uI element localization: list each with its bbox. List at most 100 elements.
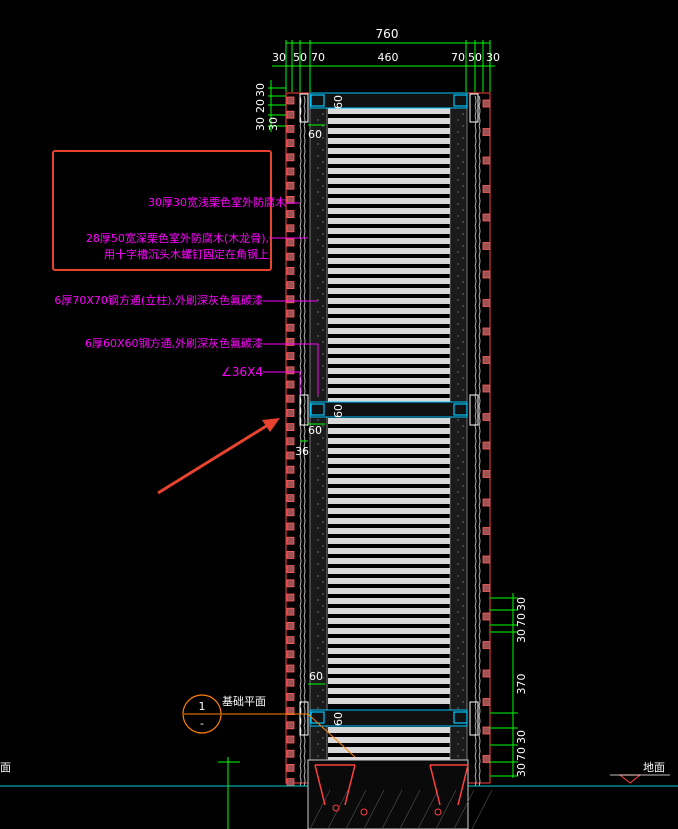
post-fill-dot bbox=[317, 287, 319, 289]
timber-block-right bbox=[482, 156, 491, 165]
post-fill-dot bbox=[462, 389, 464, 391]
post-fill-dot bbox=[462, 533, 464, 535]
timber-block-left bbox=[286, 139, 295, 148]
post-fill-dot bbox=[322, 173, 324, 175]
post-fill-dot bbox=[322, 149, 324, 151]
wood-slat bbox=[328, 398, 450, 404]
post-fill-dot bbox=[317, 695, 319, 697]
timber-block-right bbox=[482, 584, 491, 592]
wood-slat bbox=[328, 648, 450, 654]
timber-block-left bbox=[286, 522, 295, 531]
post-fill-dot bbox=[457, 299, 459, 301]
post-fill-dot bbox=[322, 257, 324, 259]
timber-block-right bbox=[482, 527, 491, 535]
right-steel-post bbox=[449, 92, 468, 784]
wood-slat bbox=[328, 747, 450, 753]
timber-block-left bbox=[286, 380, 295, 389]
timber-block-left bbox=[286, 437, 295, 446]
wood-slat bbox=[328, 638, 450, 644]
timber-block-left bbox=[286, 352, 295, 361]
tube-section bbox=[310, 94, 325, 107]
wood-slat bbox=[328, 278, 450, 284]
timber-block-left bbox=[286, 494, 295, 503]
tube-section bbox=[453, 711, 468, 724]
dim-top-2: 50 bbox=[293, 51, 307, 64]
post-fill-dot bbox=[317, 503, 319, 505]
wood-slat bbox=[328, 528, 450, 534]
timber-block-left bbox=[286, 593, 295, 602]
post-fill-dot bbox=[317, 743, 319, 745]
foundation-hatch bbox=[435, 789, 457, 829]
post-fill-dot bbox=[457, 143, 459, 145]
wood-slat bbox=[328, 198, 450, 204]
post-fill-dot bbox=[317, 671, 319, 673]
post-fill-dot bbox=[322, 365, 324, 367]
ground-label-right: 地面 bbox=[643, 761, 665, 774]
post-fill-dot bbox=[457, 383, 459, 385]
post-fill-dot bbox=[462, 269, 464, 271]
timber-block-left bbox=[286, 735, 295, 744]
post-fill-dot bbox=[457, 263, 459, 265]
post-fill-dot bbox=[317, 203, 319, 205]
overall-width-dim: 760 bbox=[376, 27, 399, 41]
wood-slat bbox=[328, 298, 450, 304]
post-fill-dot bbox=[462, 173, 464, 175]
timber-block-right bbox=[482, 755, 491, 763]
post-fill-dot bbox=[317, 527, 319, 529]
wood-slat bbox=[328, 178, 450, 184]
annotation-timber-keel-1: 28厚50宽深栗色室外防腐木(木龙骨), bbox=[86, 231, 269, 245]
post-fill-dot bbox=[317, 455, 319, 457]
timber-block-right bbox=[482, 185, 491, 193]
post-dim-5: 60 bbox=[309, 670, 323, 683]
timber-block-left bbox=[286, 281, 295, 290]
post-fill-dot bbox=[317, 239, 319, 241]
post-fill-dot bbox=[322, 665, 324, 667]
post-fill-dot bbox=[322, 245, 324, 247]
timber-block-left bbox=[286, 252, 295, 261]
post-fill-dot bbox=[462, 293, 464, 295]
timber-block-right bbox=[482, 612, 491, 621]
wood-slat bbox=[328, 358, 450, 364]
post-fill-dot bbox=[317, 323, 319, 325]
post-fill-dot bbox=[457, 479, 459, 481]
post-fill-dot bbox=[322, 593, 324, 595]
post-fill-dot bbox=[462, 113, 464, 115]
post-fill-dot bbox=[462, 257, 464, 259]
annotation-post-70: 6厚70X70钢方通(立柱),外刷深灰色氟碳漆 bbox=[54, 293, 263, 307]
wood-slat bbox=[328, 548, 450, 554]
timber-block-left bbox=[286, 266, 295, 275]
post-fill-dot bbox=[322, 617, 324, 619]
timber-block-left bbox=[286, 536, 295, 545]
post-fill-dot bbox=[322, 737, 324, 739]
post-fill-dot bbox=[317, 299, 319, 301]
timber-block-right bbox=[482, 555, 491, 564]
post-fill-dot bbox=[462, 353, 464, 355]
post-fill-dot bbox=[462, 365, 464, 367]
post-fill-dot bbox=[462, 665, 464, 667]
post-fill-dot bbox=[322, 281, 324, 283]
timber-block-left bbox=[286, 693, 295, 701]
annotation-timber-keel-2: 用十字槽沉头木螺钉固定在角钢上 bbox=[104, 247, 269, 261]
post-fill-dot bbox=[462, 629, 464, 631]
timber-block-left bbox=[286, 210, 295, 219]
post-fill-dot bbox=[322, 353, 324, 355]
post-dim-3: 60 bbox=[332, 404, 345, 418]
timber-block-right bbox=[482, 498, 491, 507]
timber-block-left bbox=[286, 96, 295, 105]
post-fill-dot bbox=[322, 581, 324, 583]
wood-slat bbox=[328, 158, 450, 164]
timber-block-right bbox=[482, 413, 491, 421]
tube-section bbox=[453, 94, 468, 107]
timber-block-right bbox=[482, 356, 491, 364]
post-fill-dot bbox=[457, 287, 459, 289]
post-fill-dot bbox=[462, 581, 464, 583]
post-fill-dot bbox=[462, 689, 464, 691]
post-fill-dot bbox=[317, 335, 319, 337]
section-marker-leader bbox=[221, 713, 356, 758]
wood-slat bbox=[328, 328, 450, 334]
post-fill-dot bbox=[457, 275, 459, 277]
post-fill-dot bbox=[457, 395, 459, 397]
post-fill-dot bbox=[457, 647, 459, 649]
